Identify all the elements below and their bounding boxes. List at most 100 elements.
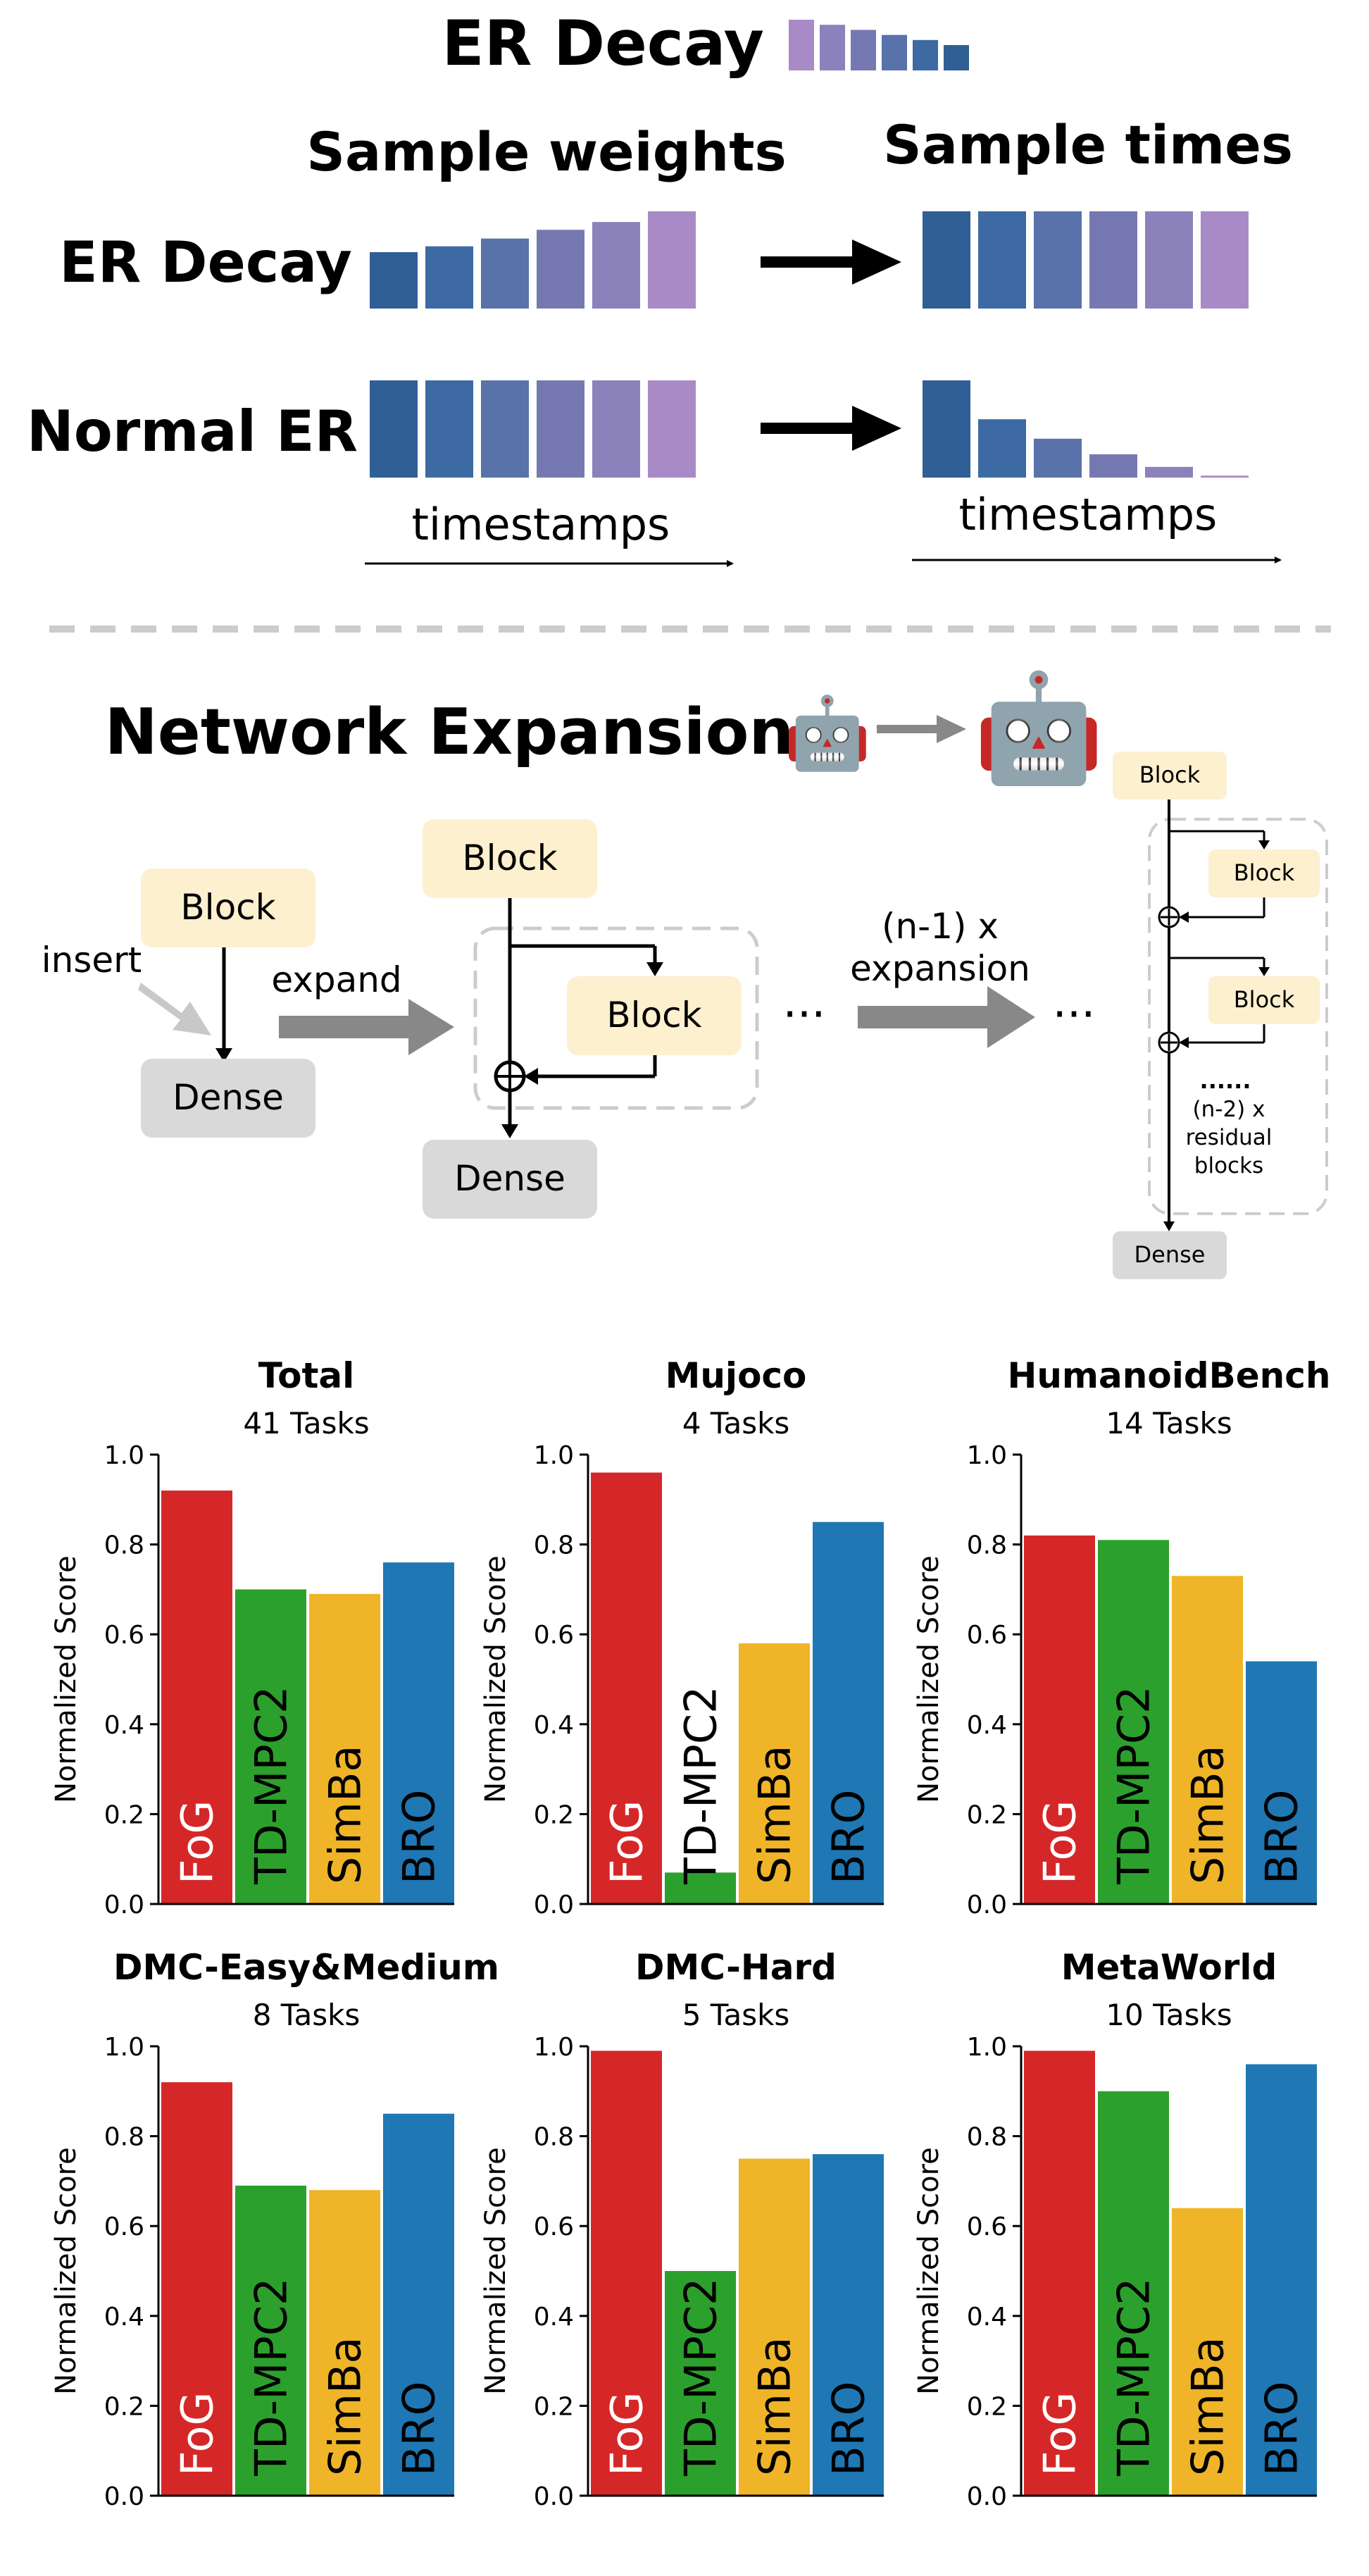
bar-td-mpc2 — [1098, 1540, 1169, 1904]
bar-td-mpc2 — [665, 2271, 736, 2496]
bar-simba — [309, 2190, 380, 2496]
bar-label-simba: SimBa — [1182, 1745, 1234, 1884]
normal-time-bar — [1034, 438, 1082, 478]
bar-simba — [739, 1643, 810, 1904]
expand-label: expand — [271, 959, 401, 1000]
bar-fog — [1024, 1535, 1095, 1904]
y-tick-label: 0.2 — [534, 1800, 574, 1829]
chart-title: MetaWorld — [1061, 1947, 1277, 1988]
network-expansion-section: Network Expansion 🤖 🤖 insert Block Dense… — [42, 667, 1328, 1279]
title-swatch-bar — [820, 25, 845, 71]
y-axis-label: Normalized Score — [50, 1555, 82, 1803]
block-label: Block — [462, 838, 557, 878]
title-swatch-bar — [851, 30, 876, 70]
bar-bro — [1246, 1661, 1317, 1904]
decay-weight-bar — [648, 211, 696, 309]
chart-subtitle: 41 Tasks — [243, 1406, 369, 1441]
residual-group-frame — [473, 926, 759, 1110]
dense-label: Dense — [173, 1077, 284, 1118]
y-tick-label: 0.4 — [967, 1711, 1007, 1740]
y-tick-label: 0.0 — [534, 1891, 574, 1919]
bar-label-bro: BRO — [823, 1790, 875, 1884]
decay-time-bar — [1145, 211, 1193, 309]
top-block-label: Block — [1139, 761, 1201, 788]
y-tick-label: 0.6 — [534, 2213, 574, 2241]
stage-1: insert Block Dense — [42, 869, 315, 1138]
y-axis-label: Normalized Score — [913, 2147, 945, 2395]
ellipsis-1: ··· — [782, 989, 825, 1041]
normal-time-bar — [923, 380, 970, 478]
network-title: Network Expansion — [104, 695, 794, 769]
bar-bro — [383, 2113, 454, 2496]
residual-block-box — [1208, 850, 1320, 897]
bar-label-fog: FoG — [172, 1800, 223, 1884]
decay-weight-bar — [537, 230, 585, 309]
expand-arrow — [279, 999, 454, 1055]
bar-label-td-mpc2: TD-MPC2 — [1108, 1686, 1160, 1885]
expansion-arrow — [858, 986, 1035, 1048]
y-axis-label: Normalized Score — [480, 2147, 512, 2395]
y-tick-label: 0.0 — [534, 2482, 574, 2511]
normal-time-bar — [1145, 466, 1193, 478]
decay-time-bar — [1201, 211, 1249, 309]
y-axis-label: Normalized Score — [480, 1555, 512, 1803]
y-tick-label: 0.4 — [534, 2303, 574, 2332]
stage-2: Block Block Dense — [423, 819, 759, 1219]
insert-label: insert — [42, 940, 142, 981]
decay-time-bar — [978, 211, 1026, 309]
residual-block-box — [1208, 976, 1320, 1024]
normal-weight-bar — [592, 380, 640, 478]
add-node-icon — [1158, 1031, 1180, 1054]
block-box — [423, 819, 597, 898]
bar-label-bro: BRO — [394, 1790, 445, 1884]
expansion-label-2: expansion — [850, 948, 1030, 989]
bar-fog — [1024, 2051, 1095, 2496]
bar-simba — [739, 2158, 810, 2496]
bottom-dense-box — [1113, 1231, 1227, 1279]
chart-title: DMC-Hard — [635, 1947, 837, 1988]
stage-3: Block Block Block — [1113, 752, 1328, 1279]
decay-transform-arrow — [761, 239, 901, 285]
bar-td-mpc2 — [665, 1872, 736, 1904]
dense-label: Dense — [454, 1158, 565, 1199]
decay-weights-bars — [370, 211, 696, 309]
y-tick-label: 0.8 — [534, 2123, 574, 2152]
bar-label-simba: SimBa — [320, 1745, 371, 1884]
y-tick-label: 0.0 — [104, 2482, 144, 2511]
normal-time-bar — [1201, 475, 1249, 478]
y-tick-label: 1.0 — [967, 1441, 1007, 1470]
chart-subtitle: 14 Tasks — [1106, 1406, 1232, 1441]
y-tick-label: 1.0 — [534, 2033, 574, 2062]
y-tick-label: 0.8 — [104, 2123, 144, 2152]
y-axis-label: Normalized Score — [913, 1555, 945, 1803]
decay-weight-bar — [481, 238, 529, 309]
normal-time-bar — [978, 419, 1026, 478]
bar-td-mpc2 — [235, 2185, 306, 2496]
normal-weight-bar — [537, 380, 585, 478]
y-tick-label: 0.4 — [104, 1711, 144, 1740]
bar-fog — [161, 2082, 232, 2496]
bar-label-bro: BRO — [823, 2382, 875, 2476]
y-tick-label: 0.8 — [104, 1531, 144, 1560]
bar-label-bro: BRO — [1256, 2382, 1308, 2476]
decay-weight-bar — [425, 246, 473, 309]
bar-label-fog: FoG — [1034, 2392, 1086, 2476]
row-decay-label: ER Decay — [59, 230, 352, 295]
normal-weight-bar — [481, 380, 529, 478]
y-tick-label: 1.0 — [967, 2033, 1007, 2062]
bar-label-simba: SimBa — [749, 1745, 801, 1884]
residual-block-label: Block — [1234, 859, 1295, 886]
title-swatches — [789, 20, 969, 71]
top-block-box — [1113, 752, 1227, 799]
expansion-label-1: (n-1) x — [882, 906, 999, 947]
bar-label-simba: SimBa — [1182, 2337, 1234, 2476]
bar-label-fog: FoG — [172, 2392, 223, 2476]
ellipsis-2: ··· — [1052, 989, 1095, 1041]
grow-arrow — [877, 715, 966, 743]
normal-transform-arrow — [761, 406, 901, 451]
chart-title: HumanoidBench — [1007, 1355, 1330, 1396]
y-tick-label: 0.6 — [104, 1621, 144, 1650]
